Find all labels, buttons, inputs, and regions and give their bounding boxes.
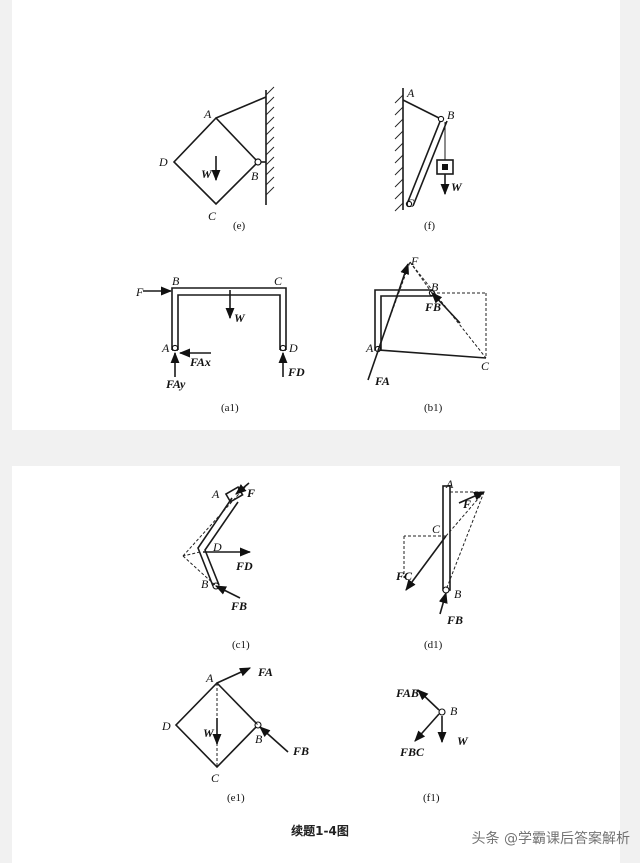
label-FAx: FAx (189, 355, 211, 369)
label-W: W (451, 180, 463, 194)
diagram-f: A B C W (f) (394, 86, 463, 232)
caption-e: (e) (233, 220, 246, 232)
diagram-f1: FAB B FBC W (f1) (395, 686, 469, 804)
label-B: B (172, 274, 180, 288)
label-FC: FC (395, 569, 413, 583)
caption-a1: (a1) (221, 402, 239, 414)
label-FA: FA (374, 374, 390, 388)
label-B: B (255, 732, 263, 746)
label-FD: FD (235, 559, 253, 573)
label-F: F (462, 497, 471, 511)
caption-f1: (f1) (423, 792, 440, 804)
label-FB: FB (424, 300, 441, 314)
label-FB: FB (230, 599, 247, 613)
caption-b1: (b1) (424, 402, 443, 414)
label-C: C (432, 522, 441, 536)
label-A: A (205, 671, 214, 685)
diagram-b1: F B FB A FA C (b1) (365, 254, 490, 414)
label-FAB: FAB (395, 686, 419, 700)
label-C: C (481, 359, 490, 373)
label-W: W (457, 734, 469, 748)
label-W: W (234, 311, 246, 325)
label-FA: FA (257, 665, 273, 679)
label-F: F (246, 486, 255, 500)
label-C: C (208, 209, 217, 223)
label-A: A (161, 341, 170, 355)
caption-c1: (c1) (232, 639, 250, 651)
watermark-text: 头条 @学霸课后答案解析 (471, 831, 630, 847)
label-FB: FB (292, 744, 309, 758)
label-F: F (135, 285, 144, 299)
label-A: A (445, 477, 454, 491)
label-FB: FB (446, 613, 463, 627)
bottom-figure-panel (12, 466, 620, 863)
label-B: B (454, 587, 462, 601)
label-FBC: FBC (399, 745, 425, 759)
label-B: B (450, 704, 458, 718)
label-C: C (406, 196, 415, 210)
diagram-e1: A FA D W B FB C (e1) (161, 665, 309, 804)
label-FAy: FAy (165, 377, 186, 391)
label-B: B (201, 577, 209, 591)
diagram-d1: A F C FC B FB (d1) (395, 477, 486, 651)
figure-title: 续题1-4图 (291, 824, 349, 838)
diagram-a1: F B C W A D FAx FAy FD (a1) (135, 274, 305, 414)
diagram-c1: A F D FD B FB (c1) (182, 482, 255, 651)
label-B: B (431, 280, 439, 294)
caption-e1: (e1) (227, 792, 245, 804)
label-A: A (406, 86, 415, 100)
label-W: W (201, 167, 213, 181)
label-D: D (161, 719, 171, 733)
label-B: B (251, 169, 259, 183)
label-FD: FD (287, 365, 305, 379)
label-W: W (203, 726, 215, 740)
label-D: D (288, 341, 298, 355)
label-A: A (365, 341, 374, 355)
label-A: A (211, 487, 220, 501)
caption-d1: (d1) (424, 639, 443, 651)
caption-f: (f) (424, 220, 435, 232)
top-figure-panel (12, 0, 620, 430)
label-B: B (447, 108, 455, 122)
label-D: D (158, 155, 168, 169)
label-F: F (410, 254, 419, 268)
diagram-e: A D B C W (e) (158, 86, 275, 232)
label-C: C (274, 274, 283, 288)
label-D: D (212, 540, 222, 554)
label-C: C (211, 771, 220, 785)
label-A: A (203, 107, 212, 121)
